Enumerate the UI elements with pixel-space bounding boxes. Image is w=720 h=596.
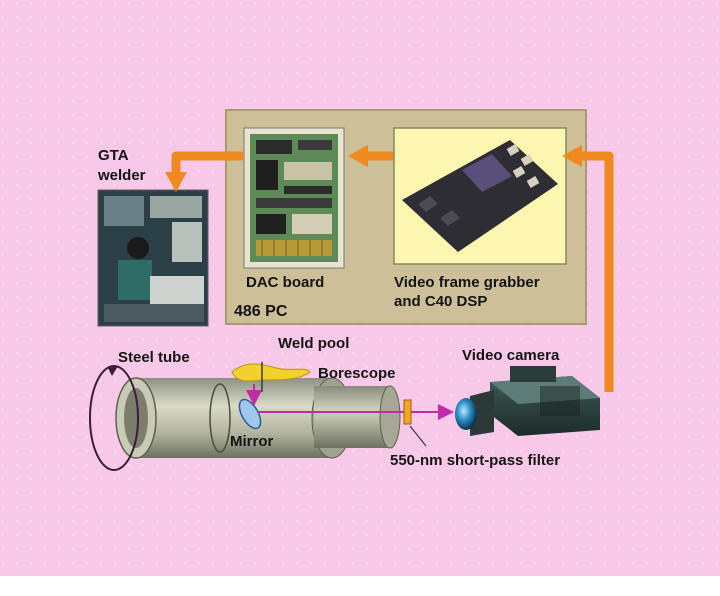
signal-arrows [165,145,614,392]
frame-grabber-label-line1: Video frame grabber [394,274,540,291]
borescope-label: Borescope [318,365,396,382]
dac-board-image [243,127,345,269]
video-camera [455,366,600,436]
pc-label: 486 PC [234,303,288,320]
mirror-label: Mirror [230,433,274,450]
camera-to-grabber-arrow [582,151,614,392]
gta-label-line2: welder [97,167,146,184]
dac-to-welder-arrow [171,151,243,174]
rotation-indicator [89,365,139,471]
borescope [314,385,401,449]
frame-grabber-label-line2: and C40 DSP [394,293,487,310]
short-pass-filter [403,399,412,425]
weld-pool-label: Weld pool [278,335,349,352]
gta-label-line1: GTA [98,147,129,164]
weld-pool [231,363,311,382]
steel-tube-label: Steel tube [118,349,190,366]
mirror [238,398,262,430]
camera-lens [455,398,477,430]
gta-welder-photo [97,189,209,327]
dac-board-label: DAC board [246,274,324,291]
video-camera-label: Video camera [462,347,560,364]
filter-label: 550-nm short-pass filter [390,452,560,469]
frame-grabber-image [393,127,567,265]
